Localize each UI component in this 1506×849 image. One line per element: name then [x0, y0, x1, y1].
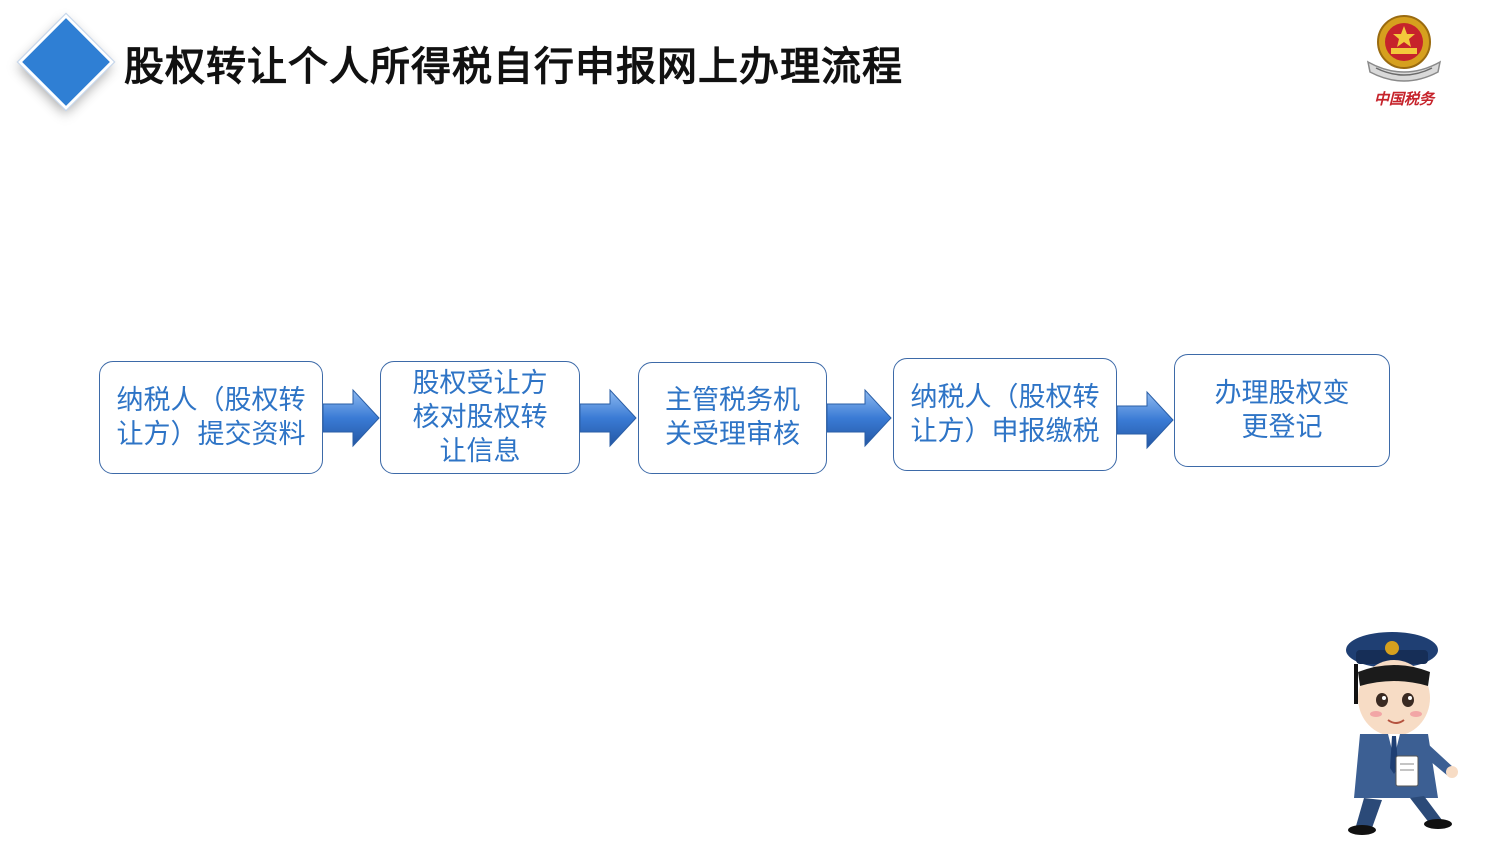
right-arrow-icon: [580, 388, 637, 448]
flow-step-1: 纳税人（股权转 让方）提交资料: [99, 361, 323, 474]
page-title: 股权转让个人所得税自行申报网上办理流程: [124, 44, 903, 90]
flow-step-5: 办理股权变 更登记: [1174, 354, 1390, 467]
right-arrow-icon: [323, 388, 380, 448]
right-arrow-icon: [827, 388, 892, 448]
flow-step-4: 纳税人（股权转 让方）申报缴税: [893, 358, 1117, 471]
emblem-caption: 中国税务: [1373, 90, 1434, 108]
tax-officer-mascot-icon: [1346, 632, 1458, 835]
tax-emblem-icon: 中国税务: [1358, 12, 1450, 112]
flow-step-2: 股权受让方 核对股权转 让信息: [380, 361, 580, 474]
flow-step-3: 主管税务机 关受理审核: [638, 362, 827, 474]
right-arrow-icon: [1117, 390, 1174, 450]
title-diamond-icon: [14, 12, 115, 114]
